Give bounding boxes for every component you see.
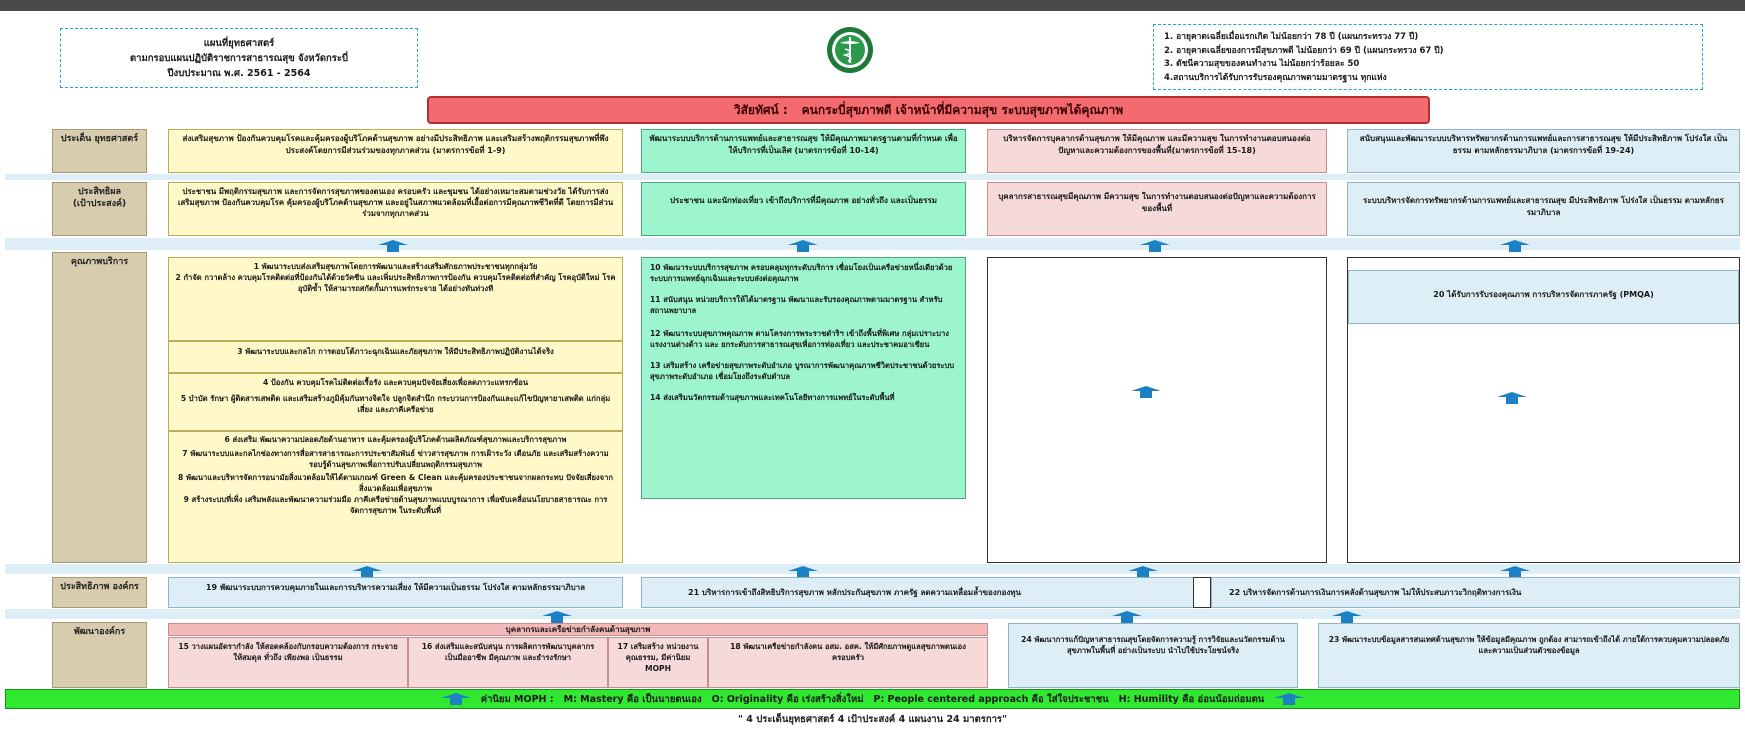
indicators-box: 1. อายุคาดเฉลี่ยเมื่อแรกเกิด ไม่น้อยกว่า…: [1153, 24, 1703, 90]
up-arrow-icon: [1274, 693, 1305, 705]
indicator-2: 2. อายุคาดเฉลี่ยของการมีสุขภาพดี ไม่น้อย…: [1164, 45, 1444, 56]
efficiency-19-cell: 19 พัฒนาระบบการควบคุมภายในและการบริหารคว…: [168, 577, 623, 608]
quality-empty-column-3: [987, 257, 1327, 563]
core-values-bar: ค่านิยม MOPH : M: Mastery คือ เป็นนายตนเ…: [5, 689, 1740, 709]
core-value-p: P: People centered approach คือ ใส่ใจประ…: [873, 693, 1109, 705]
outcome-4-cell: ระบบบริหารจัดการทรัพยากรด้านการแพทย์และส…: [1347, 182, 1740, 236]
strategy-2-cell: พัฒนาระบบบริการด้านการแพทย์และสาธารณสุข …: [641, 129, 966, 173]
row-separator: [5, 609, 1740, 619]
core-values-label: ค่านิยม MOPH :: [480, 693, 554, 705]
quality-item-3-cell: 3 พัฒนาระบบและกลไก การตอบโต้ภาวะฉุกเฉินแ…: [168, 341, 623, 373]
up-arrow-icon: [352, 566, 382, 578]
title-line-1: แผนที่ยุทธศาสตร์: [203, 37, 275, 49]
row-label-strategy: ประเด็น ยุทธศาสตร์: [52, 129, 147, 173]
outcome-1-cell: ประชาชน มีพฤติกรรมสุขภาพ และการจัดการสุข…: [168, 182, 623, 236]
outcome-3-cell: บุคลากรสาธารณสุขมีคุณภาพ มีความสุข ในการ…: [987, 182, 1327, 236]
quality-service-column: 10 พัฒนาระบบบริการสุขภาพ ครอบคลุมทุกระดั…: [641, 257, 966, 499]
quality-item-12: 12 พัฒนาระบบสุขภาพคุณภาพ ตามโครงการพระรา…: [650, 329, 949, 349]
indicator-1: 1. อายุคาดเฉลี่ยเมื่อแรกเกิด ไม่น้อยกว่า…: [1164, 32, 1419, 42]
indicator-3: 3. ดัชนีความสุขของคนทำงาน ไม่น้อยกว่าร้อ…: [1164, 59, 1360, 69]
up-arrow-icon: [788, 240, 818, 252]
row-separator: [5, 238, 1740, 250]
quality-item-10: 10 พัฒนาระบบบริการสุขภาพ ครอบคลุมทุกระดั…: [650, 263, 953, 283]
core-value-o: O: Originality คือ เร่งสร้างสิ่งใหม่: [711, 693, 864, 705]
vision-label: วิสัยทัศน์ :: [733, 102, 788, 117]
strategy-1-cell: ส่งเสริมสุขภาพ ป้องกันควบคุมโรคและคุ้มคร…: [168, 129, 623, 173]
efficiency-21-cell: 21 บริหารการเข้าถึงสิทธิบริการสุขภาพ หลั…: [641, 577, 1211, 608]
up-arrow-icon: [1112, 611, 1142, 623]
quality-item-4: 4 ป้องกัน ควบคุมโรคไม่ติดต่อเรื้อรัง และ…: [262, 378, 529, 387]
quality-item-5: 5 บำบัด รักษา ผู้ติดสารเสพติด และเสริมสร…: [180, 394, 611, 414]
efficiency-22-cell: 22 บริหารจัดการด้านการเงินการคลังด้านสุข…: [1211, 577, 1740, 608]
core-value-h: H: Humility คือ อ่อนน้อมถ่อมตน: [1118, 693, 1265, 705]
strategy-3-cell: บริหารจัดการบุคลากรด้านสุขภาพ ให้มีคุณภา…: [987, 129, 1327, 173]
quality-item-4-5-cell: 4 ป้องกัน ควบคุมโรคไม่ติดต่อเรื้อรัง และ…: [168, 373, 623, 431]
quality-item-7: 7 พัฒนาระบบและกลไกช่องทางการสื่อสารสาธาร…: [182, 448, 609, 469]
development-18-cell: 18 พัฒนาเครือข่ายกำลังคน อสม. อสค. ให้มี…: [708, 637, 988, 688]
workforce-group-title: บุคลากรและเครือข่ายกำลังคนด้านสุขภาพ: [168, 623, 988, 636]
quality-item-6: 6 ส่งเสริม พัฒนาความปลอดภัยด้านอาหาร และ…: [224, 435, 567, 444]
up-arrow-icon: [1332, 611, 1362, 623]
development-16-cell: 16 ส่งเสริมและสนับสนุน การผลิตการพัฒนาบุ…: [408, 637, 608, 688]
quality-item-20-cell: 20 ได้รับการรับรองคุณภาพ การบริหารจัดการ…: [1348, 270, 1739, 324]
development-23-cell: 23 พัฒนาระบบข้อมูลสารสนเทศด้านสุขภาพ ให้…: [1318, 623, 1740, 688]
quality-item-1-2-cell: 1 พัฒนาระบบส่งเสริมสุขภาพโดยการพัฒนาและส…: [168, 257, 623, 341]
vision-banner: วิสัยทัศน์ : คนกระบี่สุขภาพดี เจ้าหน้าที…: [427, 96, 1430, 124]
up-arrow-icon: [1497, 392, 1527, 404]
up-arrow-icon: [1131, 386, 1161, 398]
efficiency-divider-box: [1193, 577, 1211, 608]
strategy-map-title-box: แผนที่ยุทธศาสตร์ ตามกรอบแผนปฏิบัติราชการ…: [60, 28, 418, 88]
ministry-of-public-health-seal-icon: [812, 25, 888, 75]
row-label-development: พัฒนาองค์กร: [52, 622, 147, 688]
core-value-m: M: Mastery คือ เป็นนายตนเอง: [563, 693, 702, 705]
development-15-cell: 15 วางแผนอัตรากำลัง ให้สอดคล้องกับกรอบคว…: [168, 637, 408, 688]
up-arrow-icon: [542, 611, 572, 623]
up-arrow-icon: [1140, 240, 1170, 252]
up-arrow-icon: [440, 693, 471, 705]
up-arrow-icon: [1500, 566, 1530, 578]
title-line-3: ปีงบประมาณ พ.ศ. 2561 - 2564: [167, 67, 311, 79]
quality-item-1: 1 พัฒนาระบบส่งเสริมสุขภาพโดยการพัฒนาและส…: [253, 262, 538, 271]
up-arrow-icon: [1128, 566, 1158, 578]
quality-item-8: 8 พัฒนาและบริหารจัดการอนามัยสิ่งแวดล้อมใ…: [178, 473, 613, 494]
indicator-4: 4.สถานบริการได้รับการรับรองคุณภาพตามมาตร…: [1164, 72, 1387, 83]
up-arrow-icon: [1500, 240, 1530, 252]
row-label-efficiency: ประสิทธิภาพ องค์กร: [52, 577, 147, 608]
development-17-cell: 17 เสริมสร้าง หน่วยงานคุณธรรม, มีค่านิยม…: [608, 637, 708, 688]
quality-item-13: 13 เสริมสร้าง เครือข่ายสุขภาพระดับอำเภอ …: [650, 361, 955, 381]
row-separator: [5, 174, 1740, 180]
development-24-cell: 24 พัฒนาการแก้ปัญหาสาธารณสุขโดยจัดการควา…: [1008, 623, 1298, 688]
top-border-bar: [0, 0, 1745, 11]
strategy-4-cell: สนับสนุนและพัฒนาระบบบริหารทรัพยากรด้านกา…: [1347, 129, 1740, 173]
up-arrow-icon: [788, 566, 818, 578]
outcome-2-cell: ประชาชน และนักท่องเที่ยว เข้าถึงบริการที…: [641, 182, 966, 236]
quality-item-6-9-cell: 6 ส่งเสริม พัฒนาความปลอดภัยด้านอาหาร และ…: [168, 431, 623, 563]
row-label-outcome: ประสิทธิผล (เป้าประสงค์): [52, 182, 147, 236]
title-line-2: ตามกรอบแผนปฏิบัติราชการสาธารณสุข จังหวัด…: [130, 52, 348, 64]
quality-item-14: 14 ส่งเสริมนวัตกรรมด้านสุขภาพและเทคโนโลย…: [650, 393, 895, 402]
quality-item-11: 11 สนับสนุน หน่วยบริการให้ได้มาตรฐาน พัฒ…: [650, 295, 943, 315]
footer-summary: " 4 ประเด็นยุทธศาสตร์ 4 เป้าประสงค์ 4 แผ…: [738, 714, 1007, 725]
quality-item-9: 9 สร้างระบบที่เพิ่ง เสริมพลังและพัฒนาควา…: [183, 494, 608, 515]
quality-item-2: 2 กำจัด กวาดล้าง ควบคุมโรคติดต่อที่ป้องก…: [175, 273, 616, 293]
vision-text: คนกระบี่สุขภาพดี เจ้าหน้าที่มีความสุข ระ…: [801, 102, 1124, 117]
up-arrow-icon: [378, 240, 408, 252]
row-separator: [5, 564, 1740, 574]
row-label-quality: คุณภาพบริการ: [52, 252, 147, 563]
